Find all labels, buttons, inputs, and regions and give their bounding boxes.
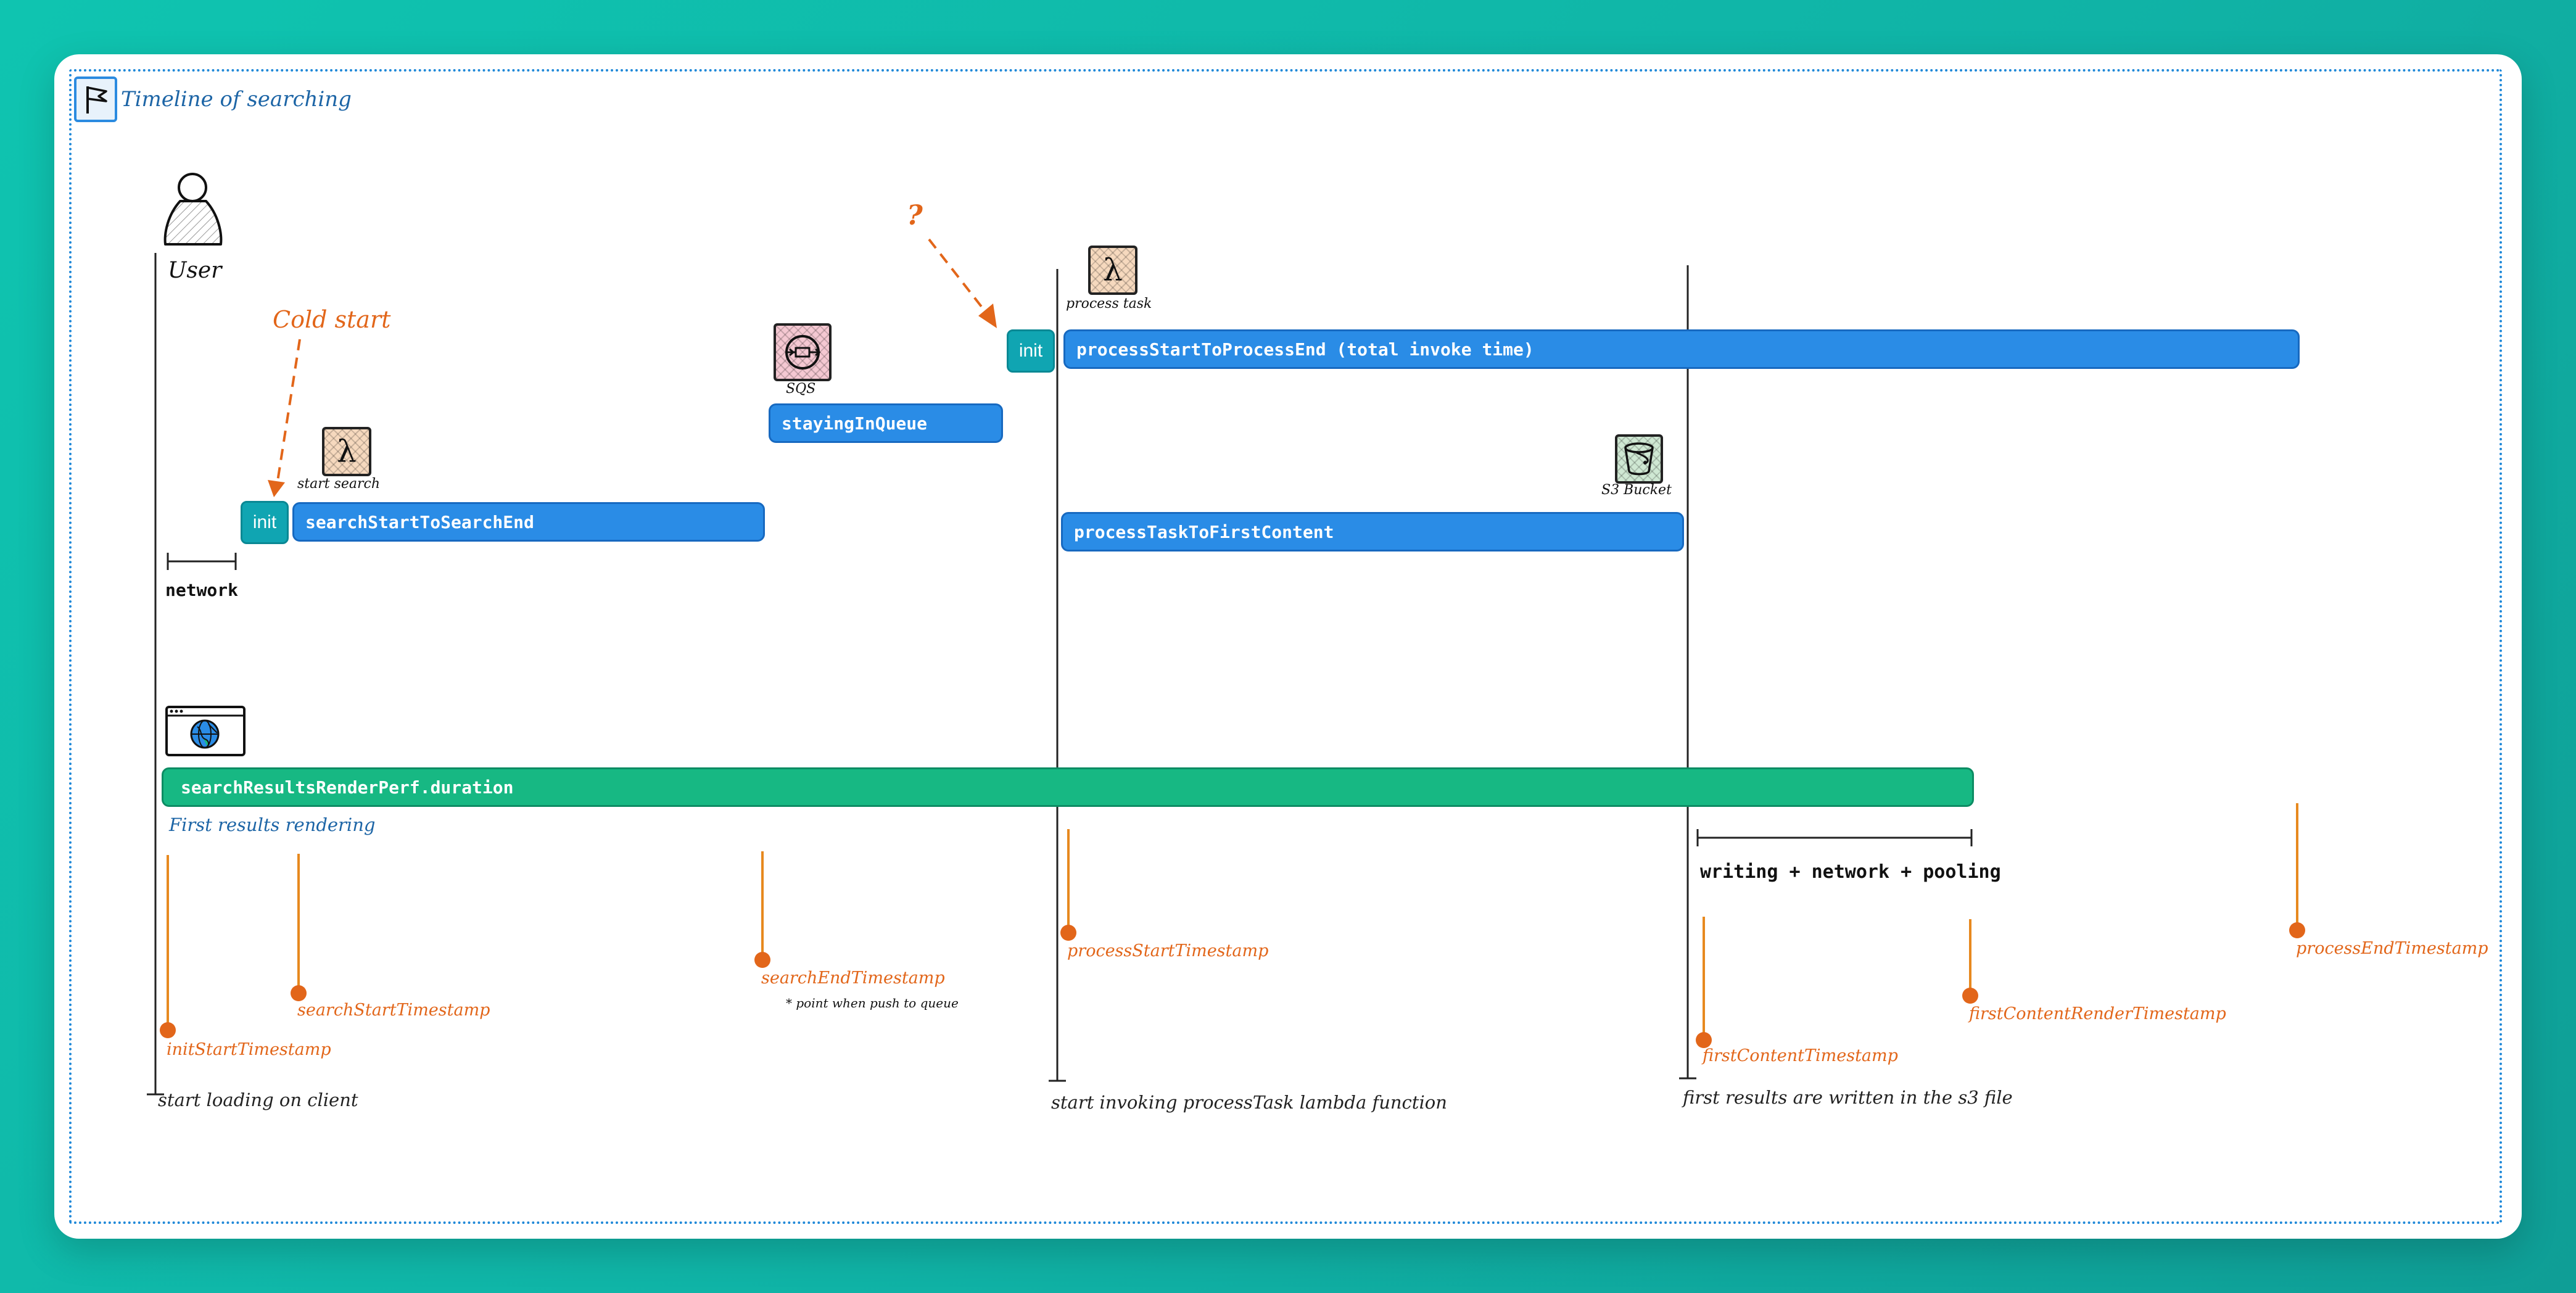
question-arrow (928, 238, 997, 328)
network-bracket (167, 553, 237, 570)
first-results-rendering-label: First results rendering (169, 814, 376, 835)
pin-process-end (2289, 803, 2305, 938)
start-search-label: start search (297, 476, 381, 492)
point-note: * point when push to queue (786, 996, 959, 1010)
sqs-label: SQS (786, 381, 816, 397)
page-title: Timeline of searching (121, 87, 352, 112)
pin-first-content (1696, 917, 1712, 1048)
process-task-label: process task (1066, 296, 1152, 312)
init-start-timestamp: initStartTimestamp (167, 1040, 331, 1059)
pin-first-content-render (1962, 919, 1978, 1004)
bar-process-first-content: processTaskToFirstContent (1061, 512, 1684, 551)
process-end-timestamp: processEndTimestamp (2296, 939, 2488, 958)
search-start-timestamp: searchStartTimestamp (297, 1001, 490, 1020)
writing-bracket (1696, 829, 1973, 846)
lambda-icon: λ (322, 427, 371, 476)
browser-globe-icon (165, 706, 246, 756)
network-label: network (165, 580, 239, 600)
init-block-search: init (241, 501, 289, 544)
bucket-icon (1615, 434, 1663, 484)
init-block-process: init (1007, 329, 1055, 373)
sqs-icon (774, 323, 832, 381)
caption-invoke: start invoking processTask lambda functi… (1051, 1092, 1447, 1113)
lambda-icon: λ (1088, 246, 1137, 295)
flag-icon (74, 76, 117, 122)
process-start-timestamp: processStartTimestamp (1067, 941, 1269, 960)
pin-search-start (291, 854, 307, 1001)
first-content-render-timestamp: firstContentRenderTimestamp (1969, 1004, 2226, 1023)
canvas-card: Timeline of searching User Cold start ? … (54, 54, 2522, 1239)
bar-process-total: processStartToProcessEnd (total invoke t… (1063, 329, 2300, 369)
diagram-lines (147, 238, 2305, 1096)
pin-search-end (754, 851, 770, 968)
diagram-frame (69, 69, 2502, 1224)
search-end-timestamp: searchEndTimestamp (761, 969, 945, 988)
caption-client: start loading on client (158, 1089, 358, 1110)
bar-render-duration: searchResultsRenderPerf.duration (162, 767, 1974, 807)
diagram-title: Timeline of searching (74, 76, 352, 122)
cold-start-arrow (268, 339, 301, 497)
cold-start-label: Cold start (273, 306, 391, 333)
pin-process-start (1060, 829, 1076, 941)
question-mark: ? (907, 200, 923, 231)
caption-s3: first results are written in the s3 file (1683, 1087, 2013, 1108)
user-label: User (168, 258, 222, 283)
bar-staying-in-queue: stayingInQueue (769, 403, 1003, 443)
s3-bucket-label: S3 Bucket (1601, 482, 1672, 498)
user-icon (162, 171, 226, 248)
first-content-timestamp: firstContentTimestamp (1703, 1046, 1898, 1065)
bar-search-start-to-end: searchStartToSearchEnd (292, 502, 765, 542)
writing-network-pooling-label: writing + network + pooling (1700, 861, 2001, 883)
pin-init-start (160, 855, 176, 1038)
